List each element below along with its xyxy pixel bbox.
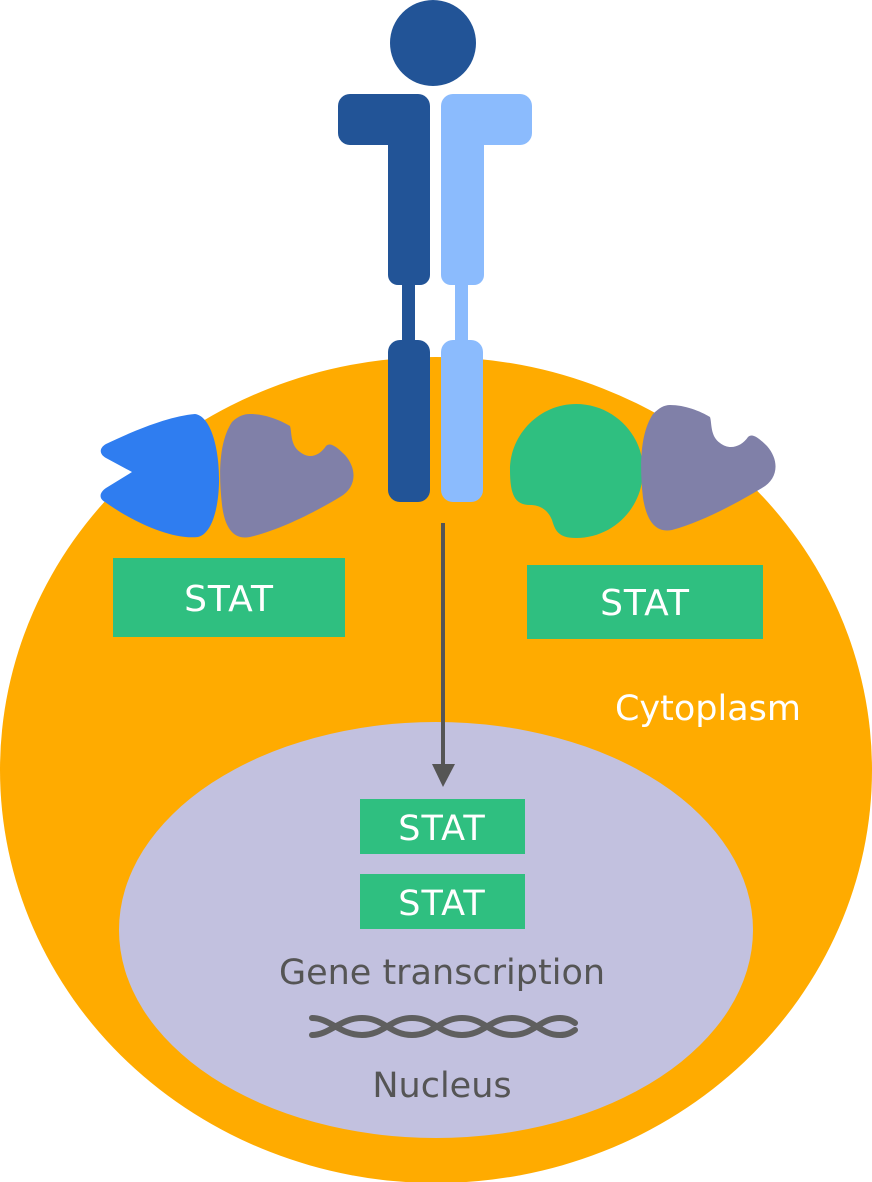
stat-dimer: STAT STAT bbox=[360, 799, 525, 929]
stat-nuclear-1-label: STAT bbox=[398, 809, 485, 849]
receptor-right bbox=[441, 94, 532, 502]
stat-nuclear-2-label: STAT bbox=[398, 884, 485, 924]
green-protein bbox=[510, 404, 643, 538]
stat-right-label: STAT bbox=[600, 583, 690, 624]
blue-protein bbox=[100, 414, 220, 538]
stat-left: STAT bbox=[113, 558, 345, 637]
arrow-head-icon bbox=[432, 764, 455, 787]
stat-right: STAT bbox=[527, 565, 763, 639]
stat-left-label: STAT bbox=[184, 579, 274, 620]
jak-left bbox=[220, 414, 354, 538]
dna-helix-icon bbox=[309, 1014, 578, 1039]
cytoplasm-label: Cytoplasm bbox=[615, 689, 801, 729]
nucleus bbox=[119, 722, 753, 1138]
nucleus-label: Nucleus bbox=[372, 1066, 511, 1106]
translocation-arrow bbox=[432, 523, 455, 787]
receptor-left bbox=[338, 94, 430, 502]
jak-right bbox=[641, 405, 776, 531]
gene-transcription-label: Gene transcription bbox=[279, 953, 605, 993]
ligand bbox=[390, 0, 476, 86]
